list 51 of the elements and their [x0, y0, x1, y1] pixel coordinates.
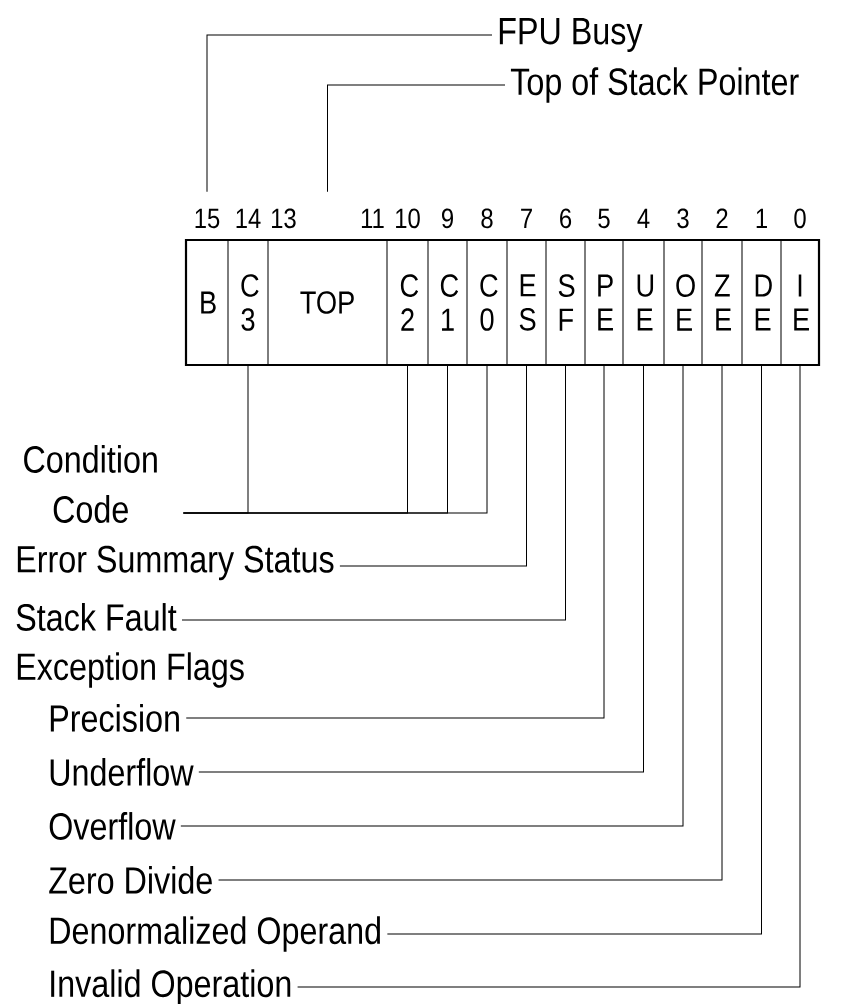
leader-line [339, 364, 527, 567]
flag-label: Condition Code [24, 445, 157, 523]
bit-number: 8 [481, 208, 493, 229]
register-field: O E [663, 239, 703, 366]
register-field: C 0 [466, 239, 508, 366]
bit-number: 6 [560, 208, 572, 229]
leader-line [218, 364, 723, 881]
bit-number: 1 [756, 208, 767, 228]
flag-label: FPU Busy [499, 18, 643, 52]
flag-label: Stack Fault [16, 603, 177, 631]
bit-number: 2 [716, 208, 728, 228]
flag-label: Error Summary Status [17, 545, 334, 581]
leader-line [180, 364, 684, 827]
register-field: D E [741, 239, 782, 366]
register-field: B [185, 239, 229, 366]
bit-number: 0 [794, 208, 806, 229]
bit-number: 14 [236, 208, 261, 228]
bit-number: 11 [361, 208, 384, 228]
bit-number: 15 [195, 208, 220, 229]
register-field: C 1 [427, 239, 468, 366]
flag-label: Invalid Operation [51, 969, 291, 1004]
register-field: U E [622, 239, 665, 366]
register-field: I E [780, 239, 820, 366]
bit-number: 7 [521, 208, 532, 228]
register-field: C 3 [227, 239, 269, 366]
leader-line [185, 364, 605, 719]
group-heading: Exception Flags [17, 652, 244, 688]
register-field: E S [506, 239, 547, 366]
flag-label: Underflow [50, 758, 194, 786]
leader-line [206, 34, 493, 193]
bit-number: 5 [598, 208, 610, 229]
register-field: C 2 [386, 239, 429, 366]
flag-label: Overflow [49, 812, 176, 840]
leader-line [198, 364, 644, 773]
bit-number: 13 [272, 208, 296, 229]
flag-label: Top of Stack Pointer [510, 67, 799, 103]
flag-label: Denormalized Operand [50, 916, 380, 952]
bit-number: 3 [677, 208, 689, 229]
register-field: S F [545, 239, 586, 366]
bit-number: 9 [442, 208, 453, 229]
leader-line [181, 364, 566, 621]
bit-number: 10 [396, 208, 420, 229]
register-field: TOP [267, 239, 388, 366]
flag-label: Precision [50, 704, 179, 732]
leader-line [297, 364, 801, 988]
bit-number: 4 [637, 208, 650, 228]
register-field: Z E [701, 239, 743, 366]
flag-label: Zero Divide [49, 866, 212, 894]
register-field: P E [584, 239, 624, 366]
leader-line [327, 84, 506, 193]
leader-line [386, 364, 762, 935]
